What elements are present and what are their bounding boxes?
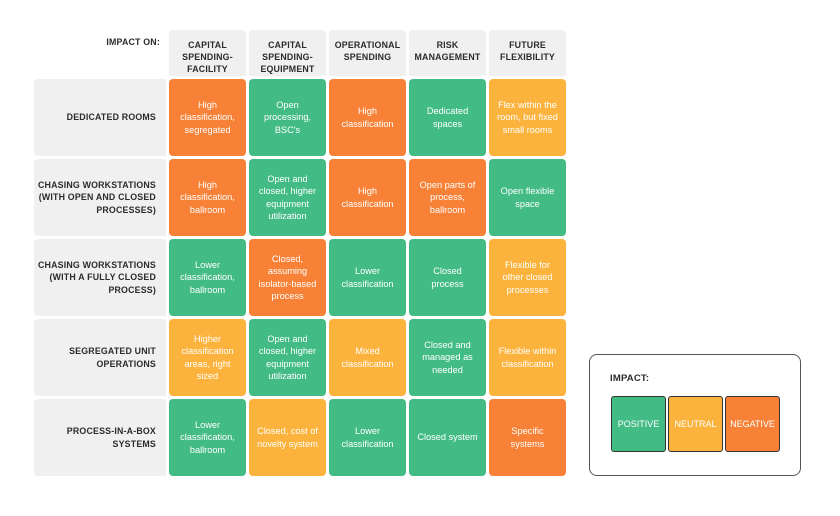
legend-neutral: NEUTRAL [668, 396, 723, 452]
legend-positive: POSITIVE [611, 396, 666, 452]
impact-cell: Closed and managed as needed [409, 319, 486, 396]
column-header: OPERATIONAL SPENDING [329, 30, 406, 76]
row-label: PROCESS-IN-A-BOX SYSTEMS [34, 399, 166, 476]
impact-cell: Open parts of process, ballroom [409, 159, 486, 236]
row-label: CHASING WORKSTATIONS (WITH OPEN AND CLOS… [34, 159, 166, 236]
row-label: DEDICATED ROOMS [34, 79, 166, 156]
impact-cell: Flexible within classification [489, 319, 566, 396]
impact-cell: Open and closed, higher equipment utiliz… [249, 319, 326, 396]
impact-cell: Lower classification, ballroom [169, 399, 246, 476]
impact-cell: Open processing, BSC's [249, 79, 326, 156]
impact-cell: Closed system [409, 399, 486, 476]
impact-cell: Closed process [409, 239, 486, 316]
impact-legend: IMPACT: POSITIVE NEUTRAL NEGATIVE [589, 354, 801, 476]
column-header: FUTURE FLEXIBILITY [489, 30, 566, 76]
legend-positive-label: POSITIVE [617, 419, 660, 429]
impact-cell: Lower classification [329, 239, 406, 316]
impact-cell: Open and closed, higher equipment utiliz… [249, 159, 326, 236]
impact-cell: Lower classification, ballroom [169, 239, 246, 316]
impact-cell: Mixed classification [329, 319, 406, 396]
impact-cell: High classification, ballroom [169, 159, 246, 236]
legend-neutral-label: NEUTRAL [674, 419, 717, 429]
impact-on-label: IMPACT ON: [106, 37, 160, 47]
impact-cell: High classification [329, 79, 406, 156]
impact-cell: High classification, segregated [169, 79, 246, 156]
legend-title: IMPACT: [610, 373, 650, 384]
row-label: SEGREGATED UNIT OPERATIONS [34, 319, 166, 396]
impact-cell: Flexible for other closed processes [489, 239, 566, 316]
impact-cell: Dedicated spaces [409, 79, 486, 156]
column-header: RISK MANAGEMENT [409, 30, 486, 76]
row-label: CHASING WORKSTATIONS (WITH A FULLY CLOSE… [34, 239, 166, 316]
impact-cell: Closed, assuming isolator-based process [249, 239, 326, 316]
impact-cell: Lower classification [329, 399, 406, 476]
column-header: CAPITAL SPENDING-EQUIPMENT [249, 30, 326, 76]
legend-negative: NEGATIVE [725, 396, 780, 452]
legend-negative-label: NEGATIVE [730, 419, 775, 429]
impact-cell: Specific systems [489, 399, 566, 476]
impact-cell: Flex within the room, but fixed small ro… [489, 79, 566, 156]
impact-cell: Higher classification areas, right sized [169, 319, 246, 396]
impact-cell: Closed, cost of novelty system [249, 399, 326, 476]
impact-cell: Open flexible space [489, 159, 566, 236]
column-header: CAPITAL SPENDING-FACILITY [169, 30, 246, 76]
impact-cell: High classification [329, 159, 406, 236]
